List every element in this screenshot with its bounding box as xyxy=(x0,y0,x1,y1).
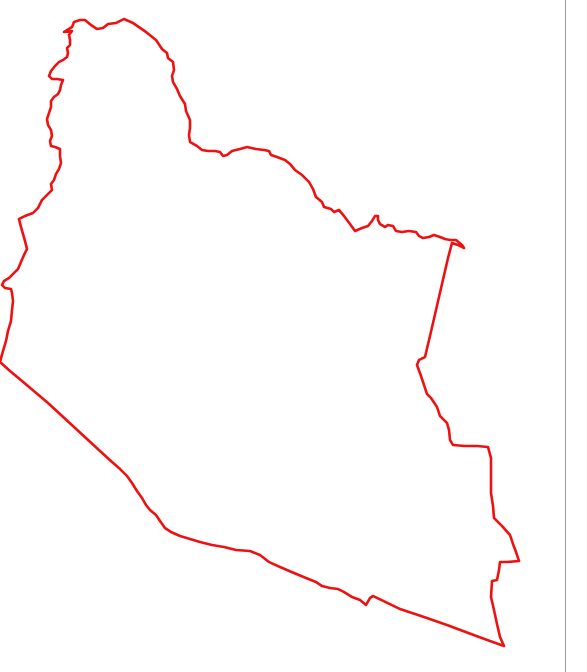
side-panel-edge xyxy=(566,0,587,672)
region-boundary-outline[interactable] xyxy=(0,17,521,648)
panel-divider xyxy=(565,0,566,672)
